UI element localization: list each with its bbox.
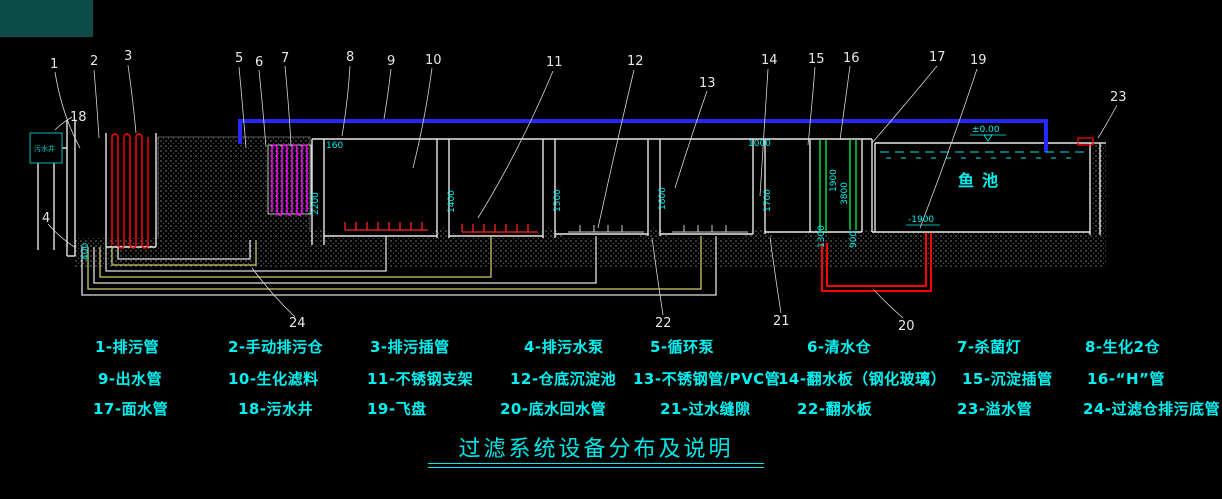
- water-plates-green: [819, 140, 857, 232]
- callout-19: 19: [970, 53, 987, 68]
- legend-item-20: 20-底水回水管: [500, 400, 607, 418]
- callout-15: 15: [808, 52, 825, 67]
- dim-1400: 1400: [447, 190, 457, 213]
- callout-14: 14: [761, 53, 778, 68]
- title-underline-top: [428, 463, 764, 464]
- callout-1: 1: [50, 57, 58, 72]
- callout-10: 10: [425, 53, 442, 68]
- callout-8: 8: [346, 50, 354, 65]
- level-top-label: ±0.00: [972, 125, 1000, 135]
- drawing-title: 过滤系统设备分布及说明: [458, 437, 734, 462]
- drawing-labels: 鱼池 ±0.00 -1900: [906, 125, 1006, 226]
- callout-21: 21: [773, 314, 790, 329]
- corner-panel: [0, 0, 93, 37]
- callout-11: 11: [546, 55, 563, 70]
- callout-2: 2: [90, 54, 98, 69]
- legend-item-6: 6-清水仓: [807, 338, 872, 356]
- callout-3: 3: [124, 49, 132, 64]
- fish-pond-label: 鱼池: [958, 171, 1006, 190]
- legend-item-2: 2-手动排污仓: [228, 338, 324, 356]
- bottom-drain-pipes: [81, 236, 717, 296]
- dim-160: 160: [326, 141, 343, 151]
- dim-1700: 1700: [763, 189, 773, 212]
- callout-17: 17: [929, 50, 946, 65]
- legend-item-16: 16-“H”管: [1087, 370, 1165, 388]
- dim-1900: 1900: [829, 169, 839, 192]
- callout-16: 16: [843, 51, 860, 66]
- callout-22: 22: [655, 316, 672, 331]
- legend-item-14: 14-翻水板（钢化玻璃）: [778, 370, 947, 388]
- callout-numbers: 1 2 3 4 5 6 7 8 9 10 11 12 13 14 15 16 1…: [42, 49, 1127, 334]
- sewage-well-box-label: 污水井: [34, 144, 55, 153]
- legend-item-19: 19-飞盘: [367, 400, 427, 418]
- callout-7: 7: [281, 51, 289, 66]
- drain-coil-red: [111, 133, 149, 249]
- callout-12: 12: [627, 54, 644, 69]
- tank-walls: [37, 120, 1106, 257]
- pond-water-lines: [880, 151, 1086, 159]
- dim-400: 400: [81, 243, 91, 260]
- legend-item-21: 21-过水缝隙: [660, 400, 751, 418]
- dim-1500: 1500: [553, 189, 563, 212]
- chamber-bottom-manifolds: [344, 222, 748, 233]
- dim-3800: 3800: [840, 182, 850, 205]
- legend-item-15: 15-沉淀插管: [962, 370, 1053, 388]
- callout-20: 20: [898, 319, 915, 334]
- bottom-return-pipe-red: [821, 137, 1094, 292]
- dim-1000: 1000: [748, 139, 771, 149]
- legend-item-7: 7-杀菌灯: [957, 338, 1022, 356]
- legend-item-11: 11-不锈钢支架: [367, 370, 474, 388]
- legend-item-13: 13-不锈钢管/PVC管: [633, 370, 781, 388]
- dim-900: 900: [849, 231, 859, 248]
- legend-item-9: 9-出水管: [98, 370, 163, 388]
- callout-9: 9: [387, 54, 395, 69]
- bio-media-coil-magenta: [271, 144, 308, 216]
- callout-leaders: [47, 64, 1118, 319]
- callout-5: 5: [235, 51, 243, 66]
- callout-18: 18: [70, 110, 87, 125]
- legend-item-22: 22-翻水板: [797, 400, 873, 418]
- sewage-well-box: 污水井: [29, 132, 63, 164]
- ground-hatch: [75, 136, 1106, 268]
- legend-item-4: 4-排污水泵: [524, 338, 604, 356]
- legend-item-18: 18-污水井: [238, 400, 314, 418]
- level-bottom-label: -1900: [908, 215, 934, 225]
- legend-item-23: 23-溢水管: [957, 400, 1033, 418]
- dim-1600: 1600: [658, 187, 668, 210]
- legend-item-12: 12-仓底沉淀池: [510, 370, 617, 388]
- callout-13: 13: [699, 76, 716, 91]
- callout-6: 6: [255, 55, 263, 70]
- title-underline-bottom: [428, 467, 764, 468]
- dim-1300: 1300: [817, 225, 827, 248]
- callout-23: 23: [1110, 90, 1127, 105]
- legend-item-8: 8-生化2仓: [1085, 338, 1161, 356]
- legend-item-17: 17-面水管: [93, 400, 169, 418]
- outlet-pipe-blue: [238, 119, 1048, 152]
- legend-item-3: 3-排污插管: [370, 338, 450, 356]
- legend-item-5: 5-循环泵: [650, 338, 715, 356]
- callout-24: 24: [289, 316, 306, 331]
- dim-2200: 2200: [311, 192, 321, 215]
- legend-item-1: 1-排污管: [95, 338, 160, 356]
- dimension-texts: 160 1000 2200 1400 1500 1600 1700 1900 3…: [81, 139, 859, 260]
- legend-item-10: 10-生化滤料: [228, 370, 319, 388]
- callout-4: 4: [42, 211, 50, 226]
- legend-item-24: 24-过滤仓排污底管: [1083, 400, 1221, 418]
